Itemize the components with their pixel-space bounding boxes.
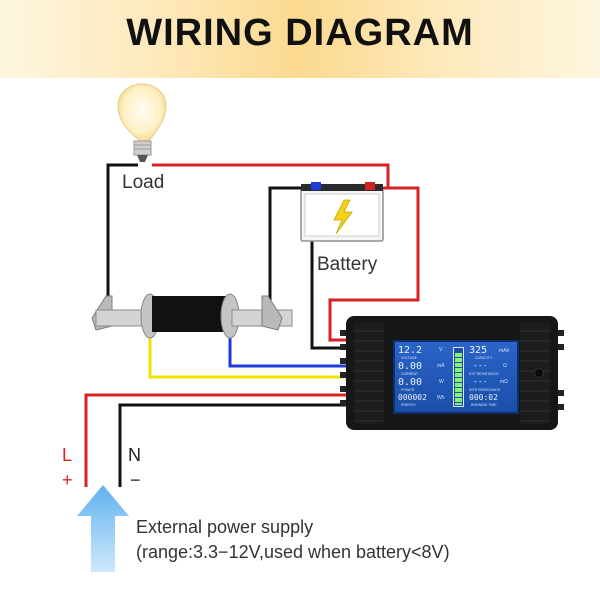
- meter-side-tabs: [340, 330, 564, 410]
- positive-wires: [84, 163, 420, 487]
- capacity-label: CAPACITY: [475, 356, 493, 360]
- external-negative-wire: [118, 403, 352, 487]
- current-label: CURRENT: [401, 372, 419, 376]
- ext-resistance-value: ---: [473, 361, 488, 370]
- power-unit: W: [439, 379, 444, 385]
- negative-wires: [106, 163, 352, 487]
- int-resistance-unit: mΩ: [500, 379, 508, 385]
- page-title: WIRING DIAGRAM: [126, 12, 474, 54]
- power-label: POWER: [401, 388, 415, 392]
- live-label: L: [62, 445, 73, 465]
- negative-label: −: [130, 470, 141, 490]
- load-to-battery-positive-wire: [152, 163, 390, 188]
- up-arrow-icon: [77, 485, 129, 572]
- light-bulb-icon: [117, 83, 167, 162]
- load-label: Load: [122, 172, 165, 193]
- lightning-icon: [333, 199, 353, 235]
- running-time-value: 000:02: [469, 393, 498, 402]
- int-resistance-label: INTR RESISTANCE: [469, 388, 501, 392]
- shunt-to-battery-negative-wire: [268, 186, 314, 312]
- current-unit: mA: [437, 363, 445, 369]
- running-time-label: RUNNING TIME: [471, 403, 497, 407]
- power-value: 0.00: [398, 377, 423, 388]
- ext-resistance-label: EXT RESISTANCE: [469, 372, 499, 376]
- voltage-unit: V: [439, 347, 443, 353]
- capacity-value: 325: [469, 345, 488, 356]
- external-power-label: External power supply: [136, 517, 314, 537]
- battery-to-meter-positive-wire: [328, 186, 420, 342]
- title-banner: [0, 0, 600, 78]
- meter-button[interactable]: [534, 368, 544, 378]
- battery-level-indicator: [453, 347, 464, 407]
- external-power-range-label: (range:3.3−12V,used when battery<8V): [136, 542, 450, 562]
- external-positive-wire: [84, 393, 352, 487]
- voltage-value: 12.2: [398, 345, 423, 356]
- positive-label: +: [62, 470, 73, 490]
- int-resistance-value: ---: [473, 377, 488, 386]
- voltage-label: VOLTAGE: [401, 356, 418, 360]
- capacity-unit: mAh: [499, 348, 510, 354]
- meter-grip-left: [354, 322, 384, 424]
- current-value: 0.00: [398, 361, 423, 372]
- load-to-shunt-wire: [106, 163, 138, 312]
- battery-label: Battery: [317, 254, 378, 275]
- shunt-resistor-icon: [91, 293, 293, 339]
- meter-lcd-display: 12.2 V VOLTAGE 0.00 mA CURRENT 0.00 W PO…: [393, 340, 519, 414]
- energy-value: 000002: [398, 393, 427, 402]
- ext-resistance-unit: Ω: [503, 363, 507, 369]
- battery-to-meter-negative-wire: [310, 195, 352, 350]
- energy-unit: Wh: [437, 395, 445, 401]
- energy-label: ENERGY: [401, 403, 416, 407]
- neutral-label: N: [128, 445, 141, 465]
